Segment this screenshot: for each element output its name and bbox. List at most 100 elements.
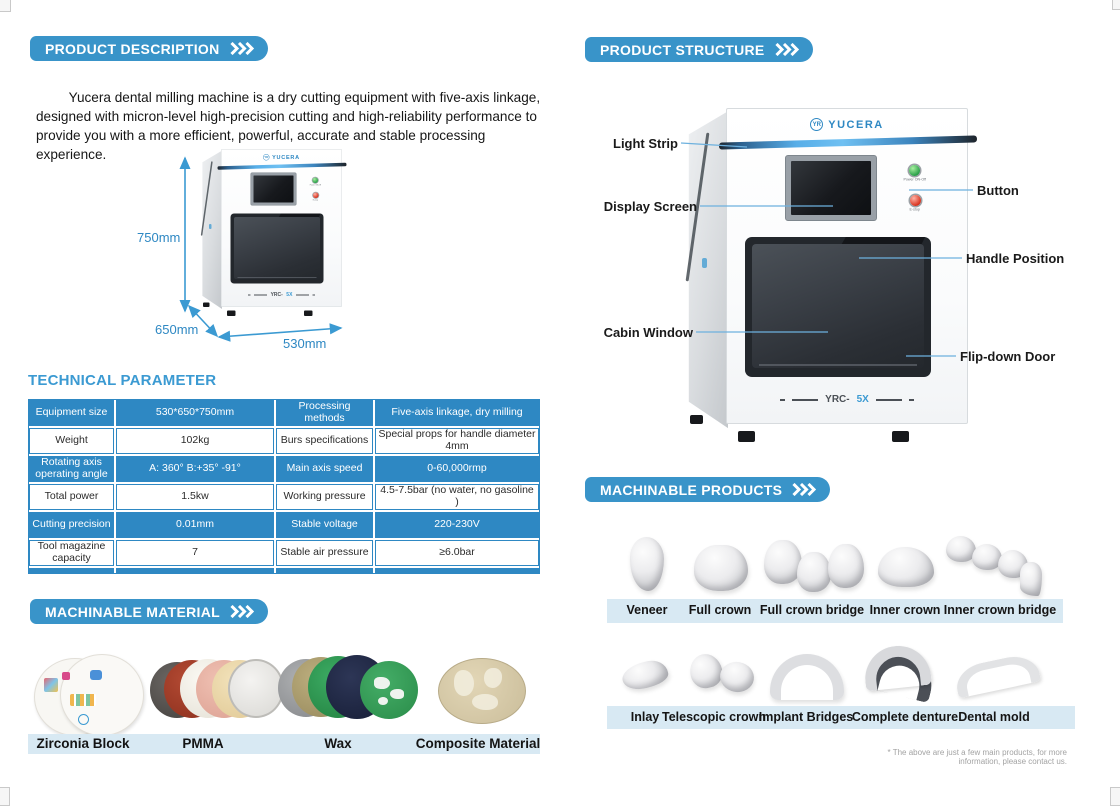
- param-value-cell: 102kg: [116, 428, 274, 454]
- dimension-height-label: 750mm: [137, 230, 181, 245]
- product-structure-badge: PRODUCT STRUCTURE: [585, 37, 813, 62]
- inlay-image: [619, 657, 671, 693]
- model-dash-icon: [875, 398, 902, 401]
- param-label-cell: Main axis speed: [276, 456, 373, 482]
- product-description-badge: PRODUCT DESCRIPTION: [30, 36, 268, 61]
- wax-milled-disc: [360, 661, 418, 719]
- control-buttons: Power ON-Off E-stop: [306, 177, 326, 202]
- telescopic-unit: [686, 650, 726, 692]
- callout-button: Button: [977, 183, 1019, 198]
- param-value-cell: 0-60,000rmp: [375, 456, 539, 482]
- zirconia-print-mark: [78, 714, 89, 725]
- technical-parameter-heading: TECHNICAL PARAMETER: [28, 372, 217, 389]
- machinable-products-badge-label: MACHINABLE PRODUCTS: [600, 481, 783, 498]
- bridge-unit: [797, 552, 831, 592]
- machine-foot: [304, 310, 313, 316]
- param-value-cell: 1.5kw: [116, 484, 274, 510]
- veneer-image: [630, 537, 664, 591]
- product-structure-image: YR YUCERA Power ON-Off E-stop YRC-5X: [685, 108, 978, 442]
- param-label-cell: Burs specifications: [276, 428, 373, 454]
- bridge-unit: [972, 544, 1002, 570]
- model-label: YRC-5X: [727, 394, 967, 405]
- cabin-window-glass: [752, 244, 924, 368]
- composite-milled-shape: [454, 670, 474, 696]
- product-structure-badge-label: PRODUCT STRUCTURE: [600, 41, 765, 58]
- estop-button: E-stop: [311, 192, 320, 202]
- composite-disc: [438, 658, 526, 724]
- footnote: * The above are just a few main products…: [887, 748, 1068, 766]
- model-dash-icon: [254, 294, 268, 296]
- machinable-material-badge-label: MACHINABLE MATERIAL: [45, 603, 220, 620]
- zirconia-print-mark: [44, 678, 58, 692]
- machinable-material-badge: MACHINABLE MATERIAL: [30, 599, 268, 624]
- bridge-unit: [764, 540, 802, 584]
- model-label: YRC-5X: [222, 292, 342, 298]
- brand-logo: YR YUCERA: [222, 154, 342, 161]
- wax-milled-shape: [374, 677, 390, 689]
- table-footer-bar: [375, 568, 539, 573]
- wax-milled-shape: [378, 697, 388, 705]
- table-footer-bar: [116, 568, 274, 573]
- product-label: Full crown: [688, 603, 752, 617]
- composite-material-image: [438, 658, 526, 724]
- material-caption-strip: [28, 734, 540, 754]
- product-label: Veneer: [626, 603, 668, 617]
- param-label-cell: Weight: [29, 428, 114, 454]
- param-label-cell: Equipment size: [29, 400, 114, 426]
- param-label-cell: Working pressure: [276, 484, 373, 510]
- zirconia-print-mark: [70, 694, 96, 706]
- power-button: Power ON-Off: [306, 177, 325, 187]
- machine-foot: [227, 310, 236, 316]
- product-label: Inlay: [630, 710, 660, 724]
- side-brand-mark: [209, 224, 212, 229]
- model-dash-icon: [792, 398, 819, 401]
- machine-foot: [203, 302, 210, 307]
- machine-side-panel: [202, 150, 222, 310]
- denture-teeth: [861, 642, 933, 692]
- yucera-logo-icon: YR: [263, 154, 270, 161]
- power-button-icon: [909, 165, 921, 176]
- pmma-image: [150, 658, 284, 720]
- machinable-products-badge: MACHINABLE PRODUCTS: [585, 477, 831, 502]
- product-description-badge-label: PRODUCT DESCRIPTION: [45, 40, 220, 57]
- triple-chevron-icon: [230, 605, 254, 618]
- cabin-window: [745, 237, 931, 377]
- model-prefix: YRC-: [270, 292, 283, 298]
- telescopic-crown-image: [686, 650, 760, 696]
- power-button: Power ON-Off: [896, 165, 934, 183]
- wax-image: [278, 655, 418, 721]
- machine-overview-image: YR YUCERA Power ON-Off E-stop YRC-5X: [200, 149, 347, 316]
- model-suffix: 5X: [286, 292, 293, 298]
- param-value-cell: A: 360° B:+35° -91°: [116, 456, 274, 482]
- estop-button-label: E-stop: [909, 208, 921, 212]
- param-value-cell: Five-axis linkage, dry milling: [375, 400, 539, 426]
- param-label-cell: Processing methods: [276, 400, 373, 426]
- dimension-width-label: 530mm: [283, 336, 327, 351]
- wax-milled-shape: [390, 689, 404, 699]
- bridge-unit: [1020, 562, 1042, 596]
- dental-mold-image: [952, 651, 1042, 699]
- brand-text: YUCERA: [828, 118, 884, 131]
- product-description-paragraph: Yucera dental milling machine is a dry c…: [36, 89, 541, 163]
- param-value-cell: 7: [116, 540, 274, 566]
- material-label: PMMA: [182, 736, 224, 751]
- model-dash-icon: [312, 294, 315, 296]
- machine-foot: [690, 415, 703, 424]
- param-value-cell: 220-230V: [375, 512, 539, 538]
- model-dash-icon: [248, 294, 251, 296]
- param-label-cell: Stable air pressure: [276, 540, 373, 566]
- technical-parameter-table: Equipment size 530*650*750mm Processing …: [28, 399, 540, 574]
- telescopic-unit: [717, 659, 757, 695]
- callout-light-strip: Light Strip: [613, 136, 678, 151]
- display-screen: [250, 172, 297, 206]
- display-screen-glass: [253, 175, 294, 203]
- light-strip: [217, 162, 347, 170]
- product-label: Full crown bridge: [759, 603, 865, 617]
- material-label: Composite Material: [415, 736, 541, 751]
- dimension-depth-label: 650mm: [155, 322, 199, 337]
- composite-milled-shape: [472, 694, 498, 710]
- param-label-cell: Rotating axis operating angle: [29, 456, 114, 482]
- param-label-cell: Total power: [29, 484, 114, 510]
- page-corner-top-right: [1112, 0, 1120, 10]
- model-dash-icon: [908, 398, 914, 401]
